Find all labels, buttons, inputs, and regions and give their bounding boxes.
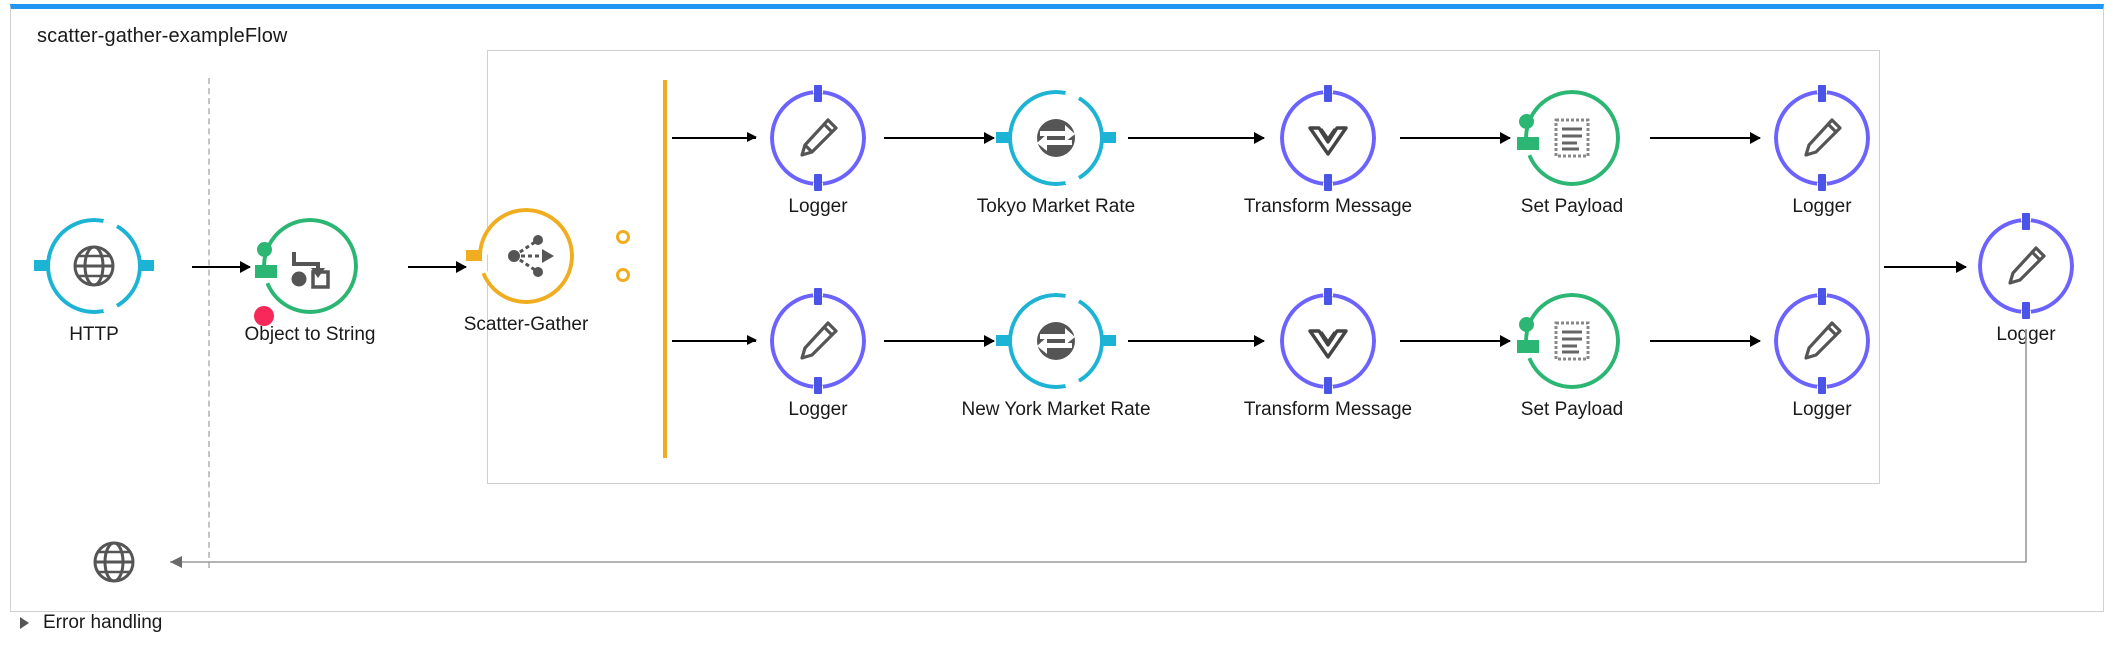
arrow-group-to-final-logger bbox=[1884, 261, 1967, 273]
tick-bottom bbox=[2022, 302, 2030, 319]
node-ring bbox=[478, 208, 574, 304]
node-label: Logger bbox=[788, 399, 848, 420]
node-label: Set Payload bbox=[1520, 196, 1624, 217]
tick-top bbox=[1818, 85, 1826, 102]
tick-top bbox=[814, 85, 822, 102]
arrow-transform-to-setpayload-newyork bbox=[1400, 335, 1511, 347]
pencil-icon bbox=[1978, 218, 2074, 314]
arrow-split-to-logger-1 bbox=[672, 132, 757, 142]
node-http[interactable]: HTTP bbox=[34, 218, 154, 345]
arrow-newyork-rate-to-transform bbox=[1128, 335, 1265, 347]
connector-tab-left bbox=[996, 132, 1012, 143]
tick-bottom bbox=[1818, 174, 1826, 191]
node-logger-tokyo-2[interactable]: Logger bbox=[1774, 85, 1870, 217]
node-label: Tokyo Market Rate bbox=[976, 196, 1136, 217]
node-label: HTTP bbox=[69, 324, 119, 345]
globe-icon bbox=[93, 541, 135, 583]
pencil-icon bbox=[770, 90, 866, 186]
node-object-to-string[interactable]: Object to String bbox=[245, 218, 375, 345]
source-marker-dot bbox=[257, 242, 272, 257]
pencil-icon bbox=[1774, 90, 1870, 186]
node-label: Logger bbox=[1792, 196, 1852, 217]
node-label: Object to String bbox=[244, 324, 376, 345]
arrow-transform-to-setpayload-tokyo bbox=[1400, 132, 1511, 144]
set-payload-icon bbox=[1524, 90, 1620, 186]
node-logger-tokyo-1[interactable]: Logger bbox=[770, 85, 866, 217]
object-to-string-icon bbox=[262, 218, 358, 314]
node-label: New York Market Rate bbox=[961, 399, 1151, 420]
flow-reference-icon bbox=[1008, 293, 1104, 389]
source-marker-bar bbox=[255, 265, 277, 278]
dataweave-icon bbox=[1280, 293, 1376, 389]
tick-top bbox=[814, 288, 822, 305]
arrow-object-to-scatter bbox=[408, 261, 467, 273]
node-label: Logger bbox=[788, 196, 848, 217]
node-scatter-gather[interactable]: Scatter-Gather bbox=[464, 208, 588, 335]
node-set-payload-newyork[interactable]: Set Payload bbox=[1517, 293, 1623, 420]
triangle-right-icon[interactable] bbox=[20, 617, 29, 629]
node-logger-newyork-1[interactable]: Logger bbox=[770, 288, 866, 420]
tick-bottom bbox=[814, 174, 822, 191]
arrow-setpayload-to-logger-newyork bbox=[1650, 335, 1761, 347]
page-title: scatter-gather-exampleFlow bbox=[37, 25, 288, 47]
pencil-icon bbox=[1774, 293, 1870, 389]
node-transform-message-tokyo[interactable]: Transform Message bbox=[1244, 85, 1412, 217]
source-marker-dot bbox=[1519, 317, 1534, 332]
scatter-gather-split-bar bbox=[663, 80, 667, 458]
node-set-payload-tokyo[interactable]: Set Payload bbox=[1517, 90, 1623, 217]
connector-tab-right bbox=[138, 260, 154, 271]
source-marker-bar bbox=[1517, 137, 1539, 150]
error-handling-globe[interactable] bbox=[88, 536, 140, 588]
scatter-gather-icon bbox=[478, 208, 574, 304]
tick-top bbox=[1324, 288, 1332, 305]
router-output-dot-top bbox=[616, 230, 630, 244]
node-newyork-market-rate[interactable]: New York Market Rate bbox=[961, 293, 1151, 420]
error-badge[interactable] bbox=[254, 306, 274, 326]
error-handling-label: Error handling bbox=[43, 612, 163, 633]
arrow-http-to-object bbox=[192, 261, 251, 273]
arrow-split-to-logger-2 bbox=[672, 335, 757, 345]
node-label: Transform Message bbox=[1243, 399, 1413, 420]
source-marker-dot bbox=[1519, 114, 1534, 129]
connector-tab-left bbox=[34, 260, 50, 271]
node-ring bbox=[770, 90, 866, 186]
tick-top bbox=[2022, 213, 2030, 230]
node-label: Logger bbox=[1792, 399, 1852, 420]
node-tokyo-market-rate[interactable]: Tokyo Market Rate bbox=[977, 90, 1135, 217]
router-output-dot-bottom bbox=[616, 268, 630, 282]
node-label: Set Payload bbox=[1520, 399, 1624, 420]
tick-top bbox=[1818, 288, 1826, 305]
dataweave-icon bbox=[1280, 90, 1376, 186]
flow-reference-icon bbox=[1008, 90, 1104, 186]
tick-top bbox=[1324, 85, 1332, 102]
node-logger-newyork-2[interactable]: Logger bbox=[1774, 288, 1870, 420]
error-handling-section[interactable]: Error handling bbox=[20, 612, 162, 634]
tick-bottom bbox=[1324, 174, 1332, 191]
arrow-logger-to-tokyo-rate bbox=[884, 132, 995, 144]
connector-tab-right bbox=[1100, 132, 1116, 143]
node-transform-message-newyork[interactable]: Transform Message bbox=[1244, 288, 1412, 420]
node-label: Logger bbox=[1996, 324, 2056, 345]
connector-tab-left bbox=[466, 250, 482, 261]
arrow-tokyo-rate-to-transform bbox=[1128, 132, 1265, 144]
node-logger-final[interactable]: Logger bbox=[1978, 213, 2074, 345]
node-label: Scatter-Gather bbox=[463, 314, 589, 335]
node-label: Transform Message bbox=[1243, 196, 1413, 217]
set-payload-icon bbox=[1524, 293, 1620, 389]
arrow-setpayload-to-logger-tokyo bbox=[1650, 132, 1761, 144]
globe-icon bbox=[46, 218, 142, 314]
pencil-icon bbox=[770, 293, 866, 389]
arrow-logger-to-newyork-rate bbox=[884, 335, 995, 347]
source-separator bbox=[208, 78, 210, 568]
